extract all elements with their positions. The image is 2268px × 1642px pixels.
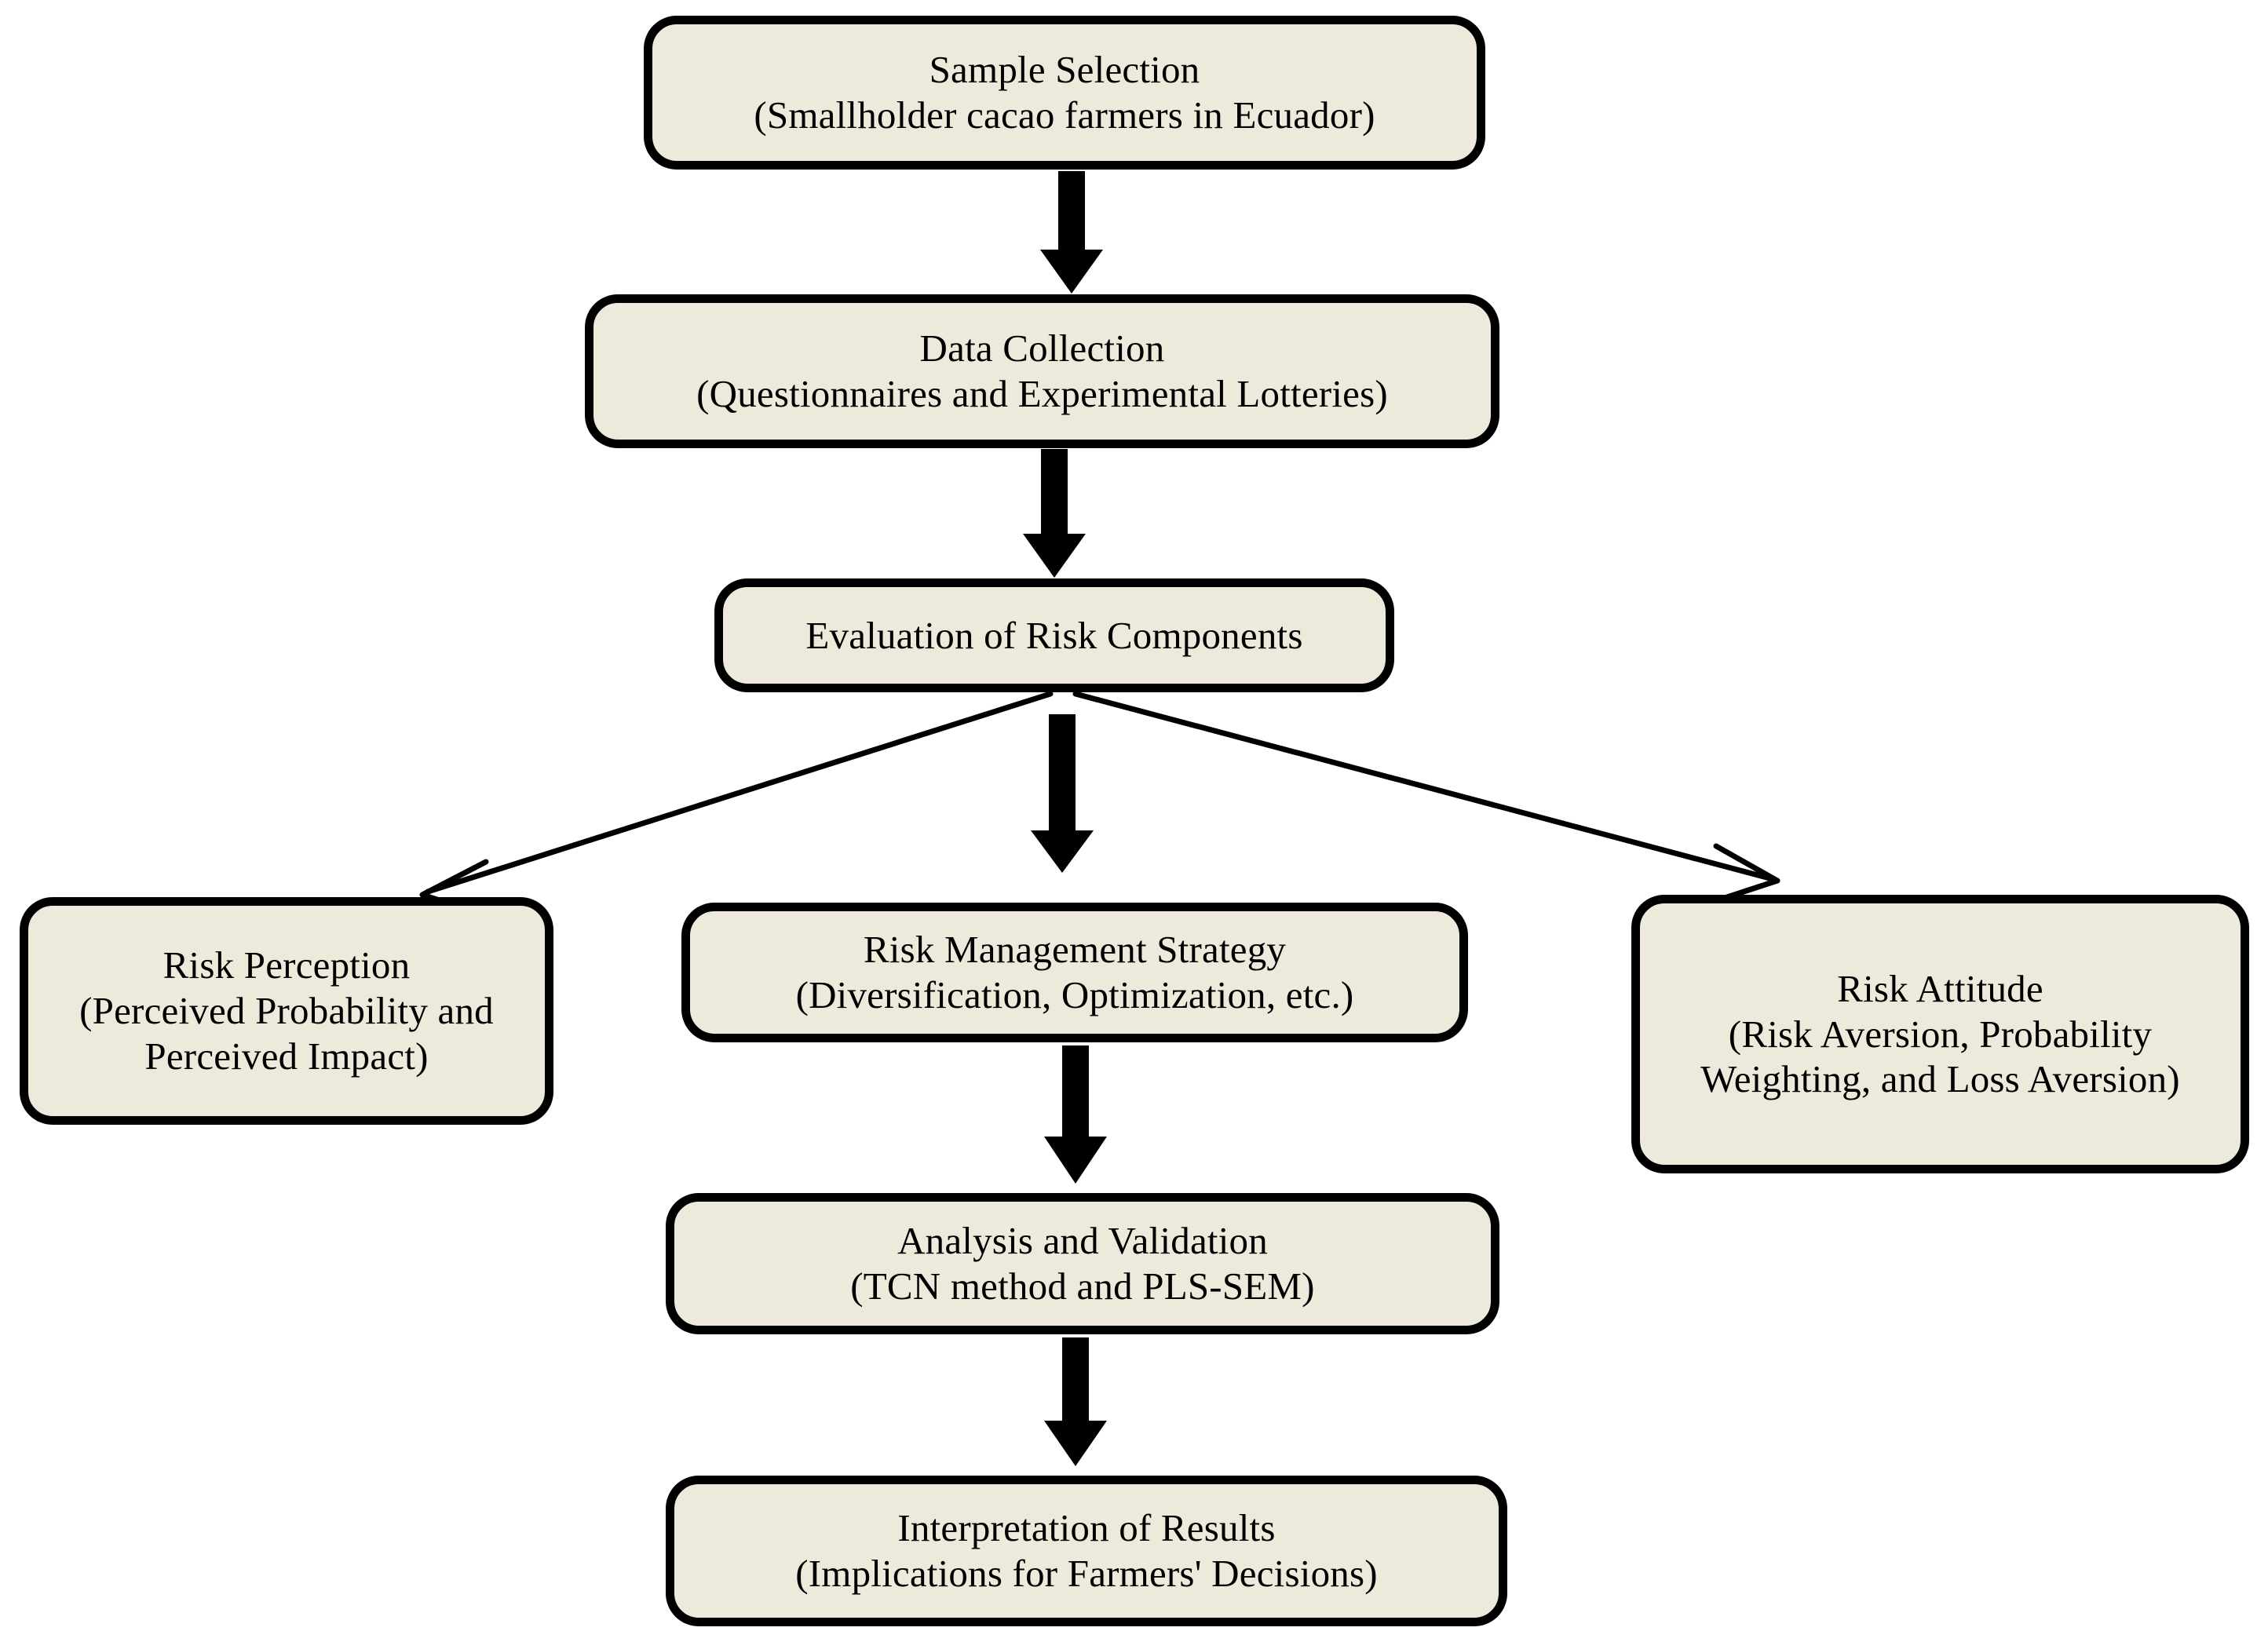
- node-risk-attitude-line2: (Risk Aversion, Probability Weighting, a…: [1700, 1012, 2180, 1101]
- node-analysis-and-validation[interactable]: Analysis and Validation (TCN method and …: [666, 1193, 1499, 1334]
- node-sample-selection[interactable]: Sample Selection (Smallholder cacao farm…: [644, 16, 1485, 170]
- arrow-data-collection-to-evaluation: [1023, 449, 1086, 578]
- node-analysis-validation-line2: (TCN method and PLS-SEM): [850, 1264, 1315, 1308]
- node-evaluation-line1: Evaluation of Risk Components: [805, 613, 1303, 657]
- node-risk-attitude-line1: Risk Attitude: [1837, 966, 2043, 1010]
- node-risk-management-line2: (Diversification, Optimization, etc.): [795, 973, 1354, 1016]
- arrow-analysis-to-interpretation: [1044, 1337, 1107, 1466]
- node-sample-selection-line2: (Smallholder cacao farmers in Ecuador): [754, 93, 1375, 137]
- node-data-collection-line2: (Questionnaires and Experimental Lotteri…: [696, 372, 1388, 415]
- arrow-evaluation-to-risk-perception: [419, 691, 1054, 914]
- node-risk-perception-line1: Risk Perception: [163, 943, 411, 987]
- arrow-risk-management-to-analysis: [1044, 1045, 1107, 1184]
- node-risk-perception[interactable]: Risk Perception (Perceived Probability a…: [20, 897, 553, 1125]
- node-interpretation-line2: (Implications for Farmers' Decisions): [795, 1552, 1378, 1595]
- node-risk-management-strategy[interactable]: Risk Management Strategy (Diversificatio…: [681, 903, 1468, 1042]
- node-risk-management-line1: Risk Management Strategy: [863, 928, 1287, 972]
- arrow-evaluation-to-risk-management: [1031, 714, 1094, 873]
- node-sample-selection-line1: Sample Selection: [929, 48, 1200, 92]
- node-data-collection-line1: Data Collection: [919, 327, 1165, 370]
- node-interpretation-line1: Interpretation of Results: [897, 1506, 1276, 1550]
- node-risk-attitude[interactable]: Risk Attitude (Risk Aversion, Probabilit…: [1631, 895, 2249, 1173]
- arrow-sample-selection-to-data-collection: [1040, 171, 1103, 294]
- node-interpretation-of-results[interactable]: Interpretation of Results (Implications …: [666, 1476, 1507, 1626]
- node-risk-perception-line2: (Perceived Probability and Perceived Imp…: [79, 989, 494, 1078]
- node-analysis-validation-line1: Analysis and Validation: [897, 1219, 1268, 1263]
- node-data-collection[interactable]: Data Collection (Questionnaires and Expe…: [585, 294, 1499, 448]
- arrow-evaluation-to-risk-attitude: [1072, 691, 1780, 900]
- node-evaluation-of-risk-components[interactable]: Evaluation of Risk Components: [714, 578, 1394, 692]
